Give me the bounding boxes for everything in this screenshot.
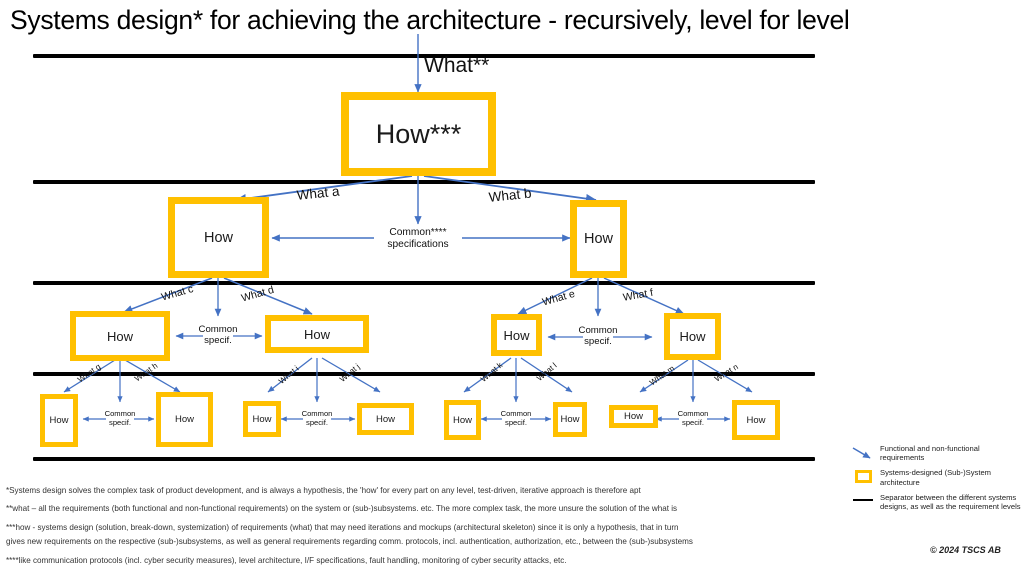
common-specif-level4-2-line2: specif.: [306, 417, 328, 427]
common-specif-level4-2: Common specif.: [286, 409, 348, 427]
how-box-level3-3[interactable]: How: [491, 314, 542, 356]
how-box-level2-left[interactable]: How: [168, 197, 269, 278]
edge-label-what-b: What b: [488, 185, 533, 205]
separator-line-4: [33, 372, 815, 376]
common-specif-level4-3-line1: Common: [500, 409, 532, 418]
edge-label-what-c: What c: [160, 282, 195, 304]
footnote-4: ****like communication protocols (incl. …: [6, 556, 567, 565]
edge-label-what-top: What**: [424, 54, 490, 77]
footnote-3-line-2: gives new requirements on the respective…: [6, 537, 693, 546]
separator-line-3: [33, 281, 815, 285]
common-specif-level3-1: Common specif.: [186, 324, 250, 346]
common-specif-level3-2-line2: specif.: [584, 336, 612, 347]
how-box-level3-4[interactable]: How: [664, 313, 721, 360]
how-box-level4-1[interactable]: How: [40, 394, 78, 447]
separator-line-1: [33, 54, 815, 58]
common-specifications-line1: Common****: [389, 227, 447, 238]
common-specif-level4-2-line1: Common: [301, 409, 333, 418]
legend-label-requirements: Functional and non-functional requiremen…: [880, 444, 980, 463]
how-box-level4-5[interactable]: How: [444, 400, 481, 440]
common-specif-level4-3: Common specif.: [485, 409, 547, 427]
common-specif-level4-3-line2: specif.: [505, 417, 527, 427]
common-specif-level4-4-line1: Common: [677, 409, 709, 418]
gold-square-icon: [846, 468, 880, 484]
edge-label-what-f: What f: [622, 286, 654, 304]
footnote-3-line-1: ***how - systems design (solution, break…: [6, 523, 679, 532]
legend-label-separator: Separator between the different systems …: [880, 492, 1021, 512]
separator-line-5: [33, 457, 815, 461]
how-box-level4-6[interactable]: How: [553, 402, 587, 437]
separator-line-2: [33, 180, 815, 184]
common-specif-level3-1-line1: Common: [198, 324, 238, 335]
how-box-level4-7[interactable]: How: [609, 405, 658, 428]
edge-label-what-a: What a: [296, 183, 341, 203]
common-specif-level3-2: Common specif.: [566, 325, 630, 347]
common-specifications-line2: specifications: [387, 238, 449, 250]
common-specif-level4-1-line2: specif.: [109, 417, 131, 427]
edge-label-what-d: What d: [240, 283, 276, 305]
arrow-icon: [846, 444, 880, 462]
legend-item-requirements: Functional and non-functional requiremen…: [846, 444, 1022, 462]
how-box-level4-2[interactable]: How: [156, 392, 213, 447]
footnote-1: *Systems design solves the complex task …: [6, 486, 641, 495]
how-box-level3-1[interactable]: How: [70, 311, 170, 361]
legend: Functional and non-functional requiremen…: [846, 444, 1022, 517]
black-line-icon: [846, 493, 880, 502]
common-specif-level4-1-line1: Common: [104, 409, 136, 418]
common-specif-level3-2-line1: Common: [578, 325, 618, 336]
how-box-root[interactable]: How***: [341, 92, 496, 176]
edge-label-what-e: What e: [541, 287, 577, 309]
page-title: Systems design* for achieving the archit…: [10, 5, 850, 35]
how-box-level2-right[interactable]: How: [570, 200, 627, 278]
legend-label-architecture: Systems-designed (Sub-)System architectu…: [880, 468, 991, 487]
how-box-level4-8[interactable]: How: [732, 400, 780, 440]
common-specif-level4-4: Common specif.: [662, 409, 724, 427]
how-box-level3-2[interactable]: How: [265, 315, 369, 353]
legend-item-architecture: Systems-designed (Sub-)System architectu…: [846, 468, 1022, 487]
legend-item-separator: Separator between the different systems …: [846, 493, 1022, 511]
copyright-notice: © 2024 TSCS AB: [930, 545, 1001, 555]
common-specif-level4-4-line2: specif.: [682, 417, 704, 427]
common-specif-level3-1-line2: specif.: [204, 335, 232, 346]
footnote-2: **what – all the requirements (both func…: [6, 504, 678, 513]
how-box-level4-4[interactable]: How: [357, 403, 414, 435]
common-specifications-level2: Common**** specifications: [374, 227, 462, 250]
how-box-level4-3[interactable]: How: [243, 401, 281, 437]
common-specif-level4-1: Common specif.: [89, 409, 151, 427]
